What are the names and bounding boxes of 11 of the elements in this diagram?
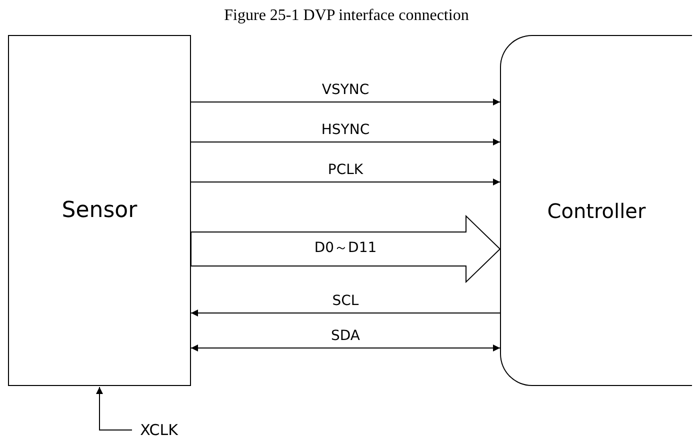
controller-box: Controller bbox=[500, 35, 692, 386]
signal-label: XCLK bbox=[134, 420, 184, 440]
figure-title: Figure 25-1 DVP interface connection bbox=[224, 6, 469, 26]
arrow bbox=[190, 98, 500, 106]
arrow bbox=[190, 344, 500, 352]
sensor-box: Sensor bbox=[8, 35, 191, 386]
leader-arrow bbox=[96, 386, 132, 430]
block-arrow bbox=[190, 214, 501, 284]
arrow bbox=[190, 138, 500, 146]
arrow bbox=[190, 310, 500, 316]
arrow bbox=[190, 178, 500, 186]
